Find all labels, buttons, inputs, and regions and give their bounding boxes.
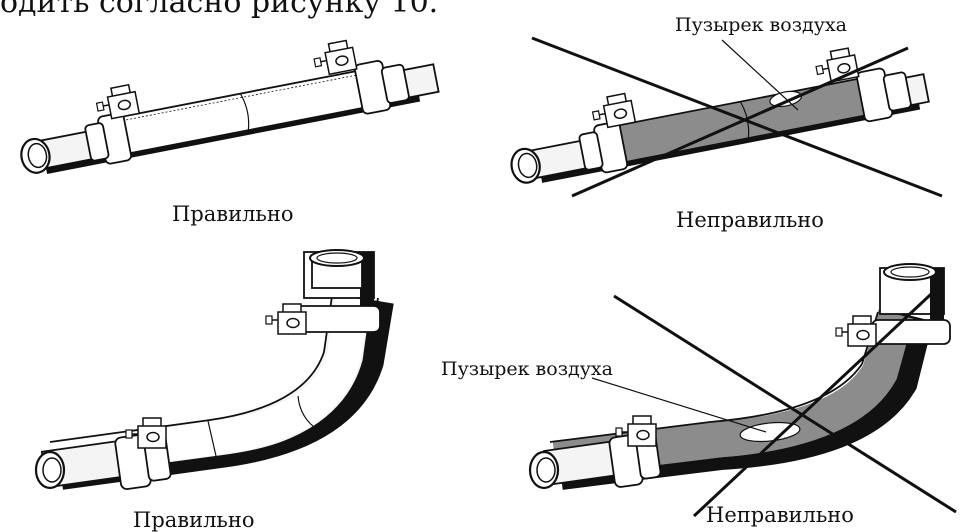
pipe-straight-correct: [11, 25, 440, 180]
callout-leader-bottom: [592, 378, 766, 432]
caption-bottom-right: Неправильно: [706, 503, 854, 527]
caption-bottom-left: Правильно: [133, 508, 255, 532]
caption-top-left: Правильно: [172, 202, 294, 226]
callout-air-bubble-bottom: Пузырек воздуха: [441, 357, 613, 381]
pipe-bent-incorrect: [530, 264, 956, 516]
caption-top-right: Неправильно: [676, 208, 824, 232]
callout-air-bubble-top: Пузырек воздуха: [675, 13, 847, 37]
header-text: одить согласно рисунку 10.: [0, 0, 438, 18]
pipe-bent-correct: [36, 250, 380, 490]
pipe-straight-incorrect: [502, 35, 942, 196]
